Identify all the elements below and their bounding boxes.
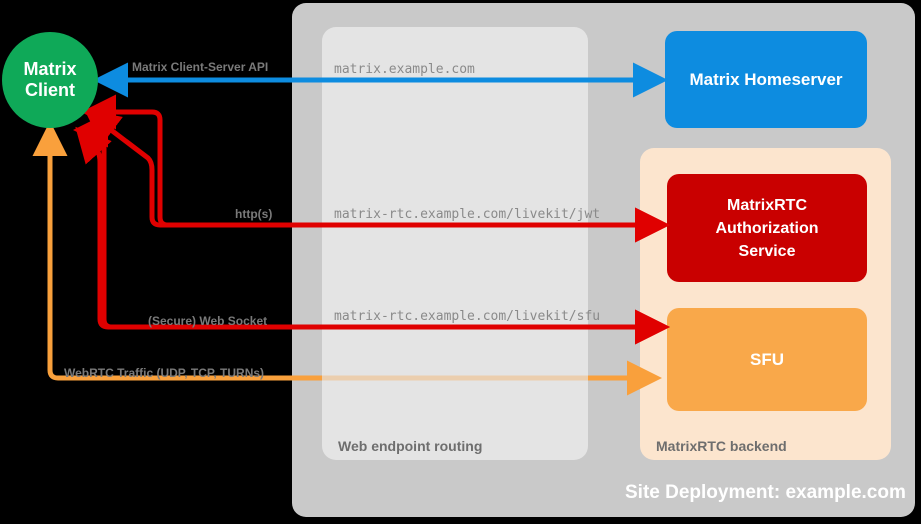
endpoint-label-jwt: matrix-rtc.example.com/livekit/jwt [334, 207, 601, 222]
node-matrix-client[interactable] [2, 32, 98, 128]
edge-label-webrtc-traffic: WebRTC Traffic (UDP, TCP, TURNs) [64, 366, 265, 380]
edge-label-client-server-api: Matrix Client-Server API [132, 60, 269, 74]
edge-websocket-path [75, 126, 671, 345]
edge-webrtc-traffic [32, 120, 663, 396]
endpoint-label-matrix: matrix.example.com [334, 62, 475, 77]
web-endpoint-routing-label: Web endpoint routing [338, 438, 483, 454]
node-sfu[interactable] [667, 308, 867, 411]
edge-label-https: http(s) [235, 207, 273, 221]
node-matrixrtc-authorization-service[interactable] [667, 174, 867, 282]
matrixrtc-backend-label: MatrixRTC backend [656, 438, 787, 454]
site-deployment-label: Site Deployment: example.com [625, 482, 906, 503]
endpoint-label-sfu: matrix-rtc.example.com/livekit/sfu [334, 309, 601, 324]
node-matrix-homeserver[interactable] [665, 31, 867, 128]
edge-label-secure-web-socket: (Secure) Web Socket [148, 314, 268, 328]
